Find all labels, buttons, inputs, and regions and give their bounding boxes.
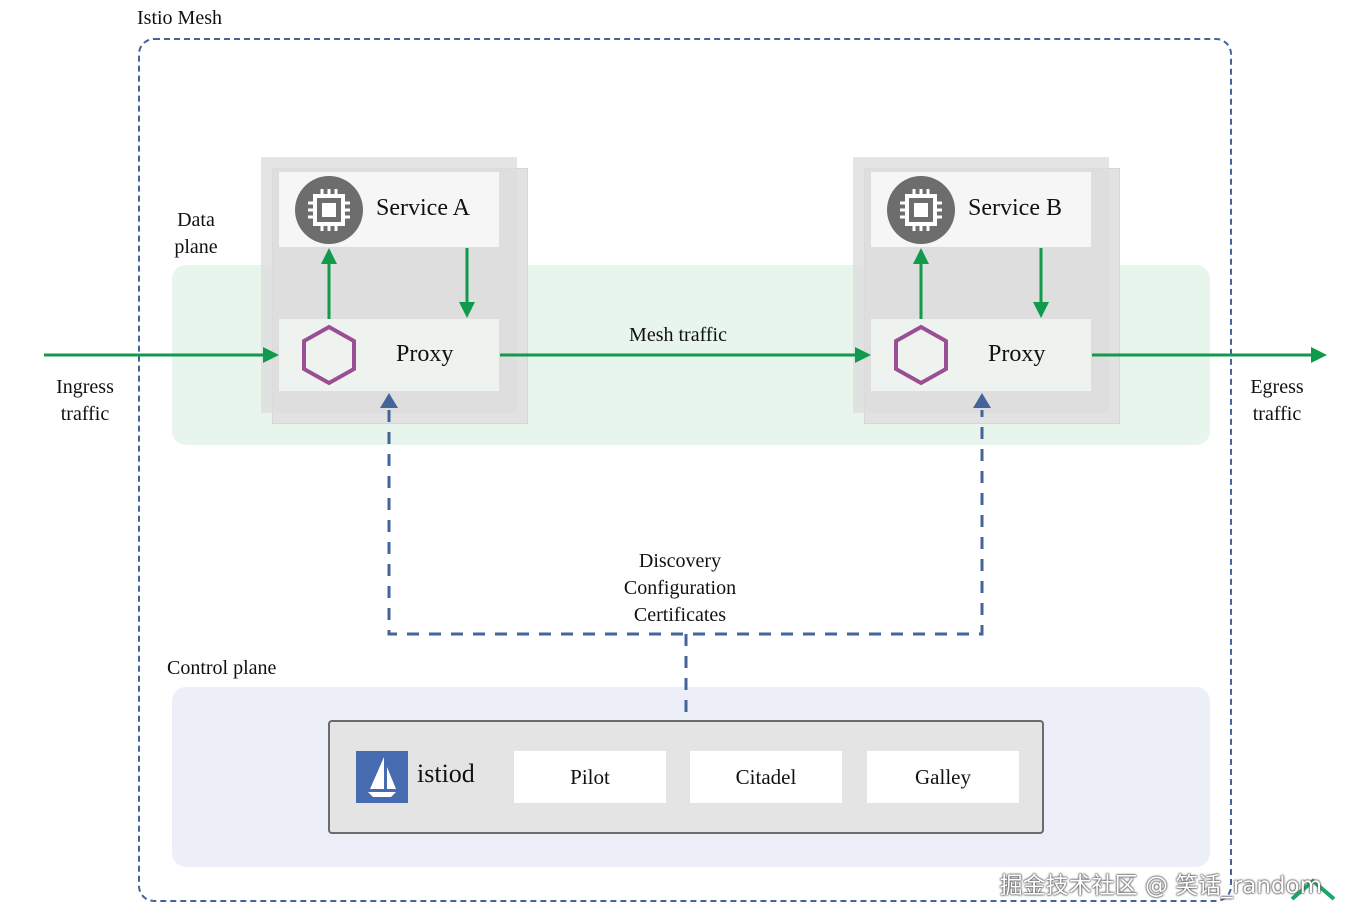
scroll-top-chevron-icon — [1290, 878, 1336, 901]
mesh-boundary — [138, 38, 1232, 902]
proxy-a-box[interactable]: Proxy — [279, 319, 499, 391]
proxy-b-to-service-b-arrowhead — [913, 248, 929, 264]
control-to-proxy-a-arrowhead — [380, 393, 398, 408]
citadel-component[interactable]: Citadel — [690, 751, 842, 803]
control-plane-label: Control plane — [167, 657, 277, 679]
proxy-a-to-service-a-arrowhead — [321, 248, 337, 264]
control-channel-line — [387, 410, 984, 636]
service-a-to-proxy-a-arrowhead — [459, 302, 475, 318]
galley-component[interactable]: Galley — [867, 751, 1019, 803]
istiod-label: istiod — [417, 759, 475, 788]
certificates-label: Certificates — [633, 604, 727, 626]
mesh-title: Istio Mesh — [137, 7, 222, 29]
data-plane-label-line1: Data — [177, 209, 215, 231]
data-plane-label-line2: plane — [174, 236, 218, 258]
egress-label-line2: traffic — [1252, 403, 1302, 425]
proxy-a-label: Proxy — [396, 341, 454, 367]
service-b-to-proxy-b-arrowhead — [1033, 302, 1049, 318]
service-b-label: Service B — [968, 195, 1062, 221]
egress-label: Egress traffic — [1232, 374, 1322, 428]
egress-label-line1: Egress — [1250, 376, 1304, 398]
service-a-label: Service A — [376, 195, 470, 221]
mesh-traffic-label: Mesh traffic — [629, 324, 727, 346]
control-channel-label: Discovery Configuration Certificates — [580, 548, 780, 629]
ingress-label-line2: traffic — [60, 403, 110, 425]
data-plane-label: Data plane — [160, 207, 232, 261]
ingress-label-line1: Ingress — [56, 376, 114, 398]
istio-sail-icon — [356, 751, 408, 803]
pilot-component[interactable]: Pilot — [514, 751, 666, 803]
service-b-box[interactable]: Service B — [871, 172, 1091, 247]
proxy-b-label: Proxy — [988, 341, 1046, 367]
hexagon-icon — [302, 324, 356, 386]
discovery-label: Discovery — [638, 550, 722, 572]
configuration-label: Configuration — [623, 577, 737, 599]
hexagon-icon — [894, 324, 948, 386]
egress-arrowhead — [1311, 347, 1327, 363]
chip-icon — [887, 176, 955, 244]
proxy-b-box[interactable]: Proxy — [871, 319, 1091, 391]
ingress-label: Ingress traffic — [40, 374, 130, 428]
mesh-traffic-arrowhead — [855, 347, 871, 363]
chip-icon — [295, 176, 363, 244]
ingress-arrowhead — [263, 347, 279, 363]
control-to-proxy-b-arrowhead — [973, 393, 991, 408]
watermark: 掘金技术社区 @ 笑话_random — [999, 873, 1322, 899]
service-a-box[interactable]: Service A — [279, 172, 499, 247]
